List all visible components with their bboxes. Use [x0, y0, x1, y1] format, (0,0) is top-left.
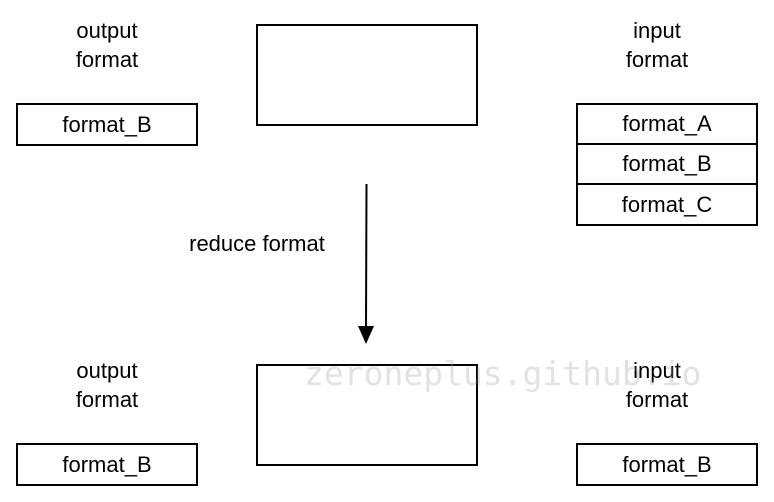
reduce-format-label: reduce format [189, 231, 325, 256]
down-arrow-shaft [365, 183, 368, 329]
top-input-label: input format [607, 16, 707, 74]
bottom-filter-node [256, 364, 478, 466]
top-output-format-cell: format_B [16, 103, 198, 146]
top-output-label-line1: output [76, 18, 138, 43]
bottom-output-label-line2: format [75, 387, 139, 412]
watermark: zeroneplus.github.io [304, 354, 702, 393]
bottom-output-format-cell: format_B [16, 443, 198, 486]
top-filter-node [256, 24, 478, 126]
bottom-input-format-cell: format_B [576, 443, 758, 486]
top-input-format-cell: format_C [576, 183, 758, 226]
bottom-input-label-line1: input [633, 358, 681, 383]
bottom-output-label: output format [57, 356, 157, 414]
top-input-label-line2: format [625, 47, 689, 72]
top-output-label-line2: format [75, 47, 139, 72]
top-input-format-cell: format_A [576, 103, 758, 145]
bottom-input-label: input format [607, 356, 707, 414]
bottom-input-label-line2: format [625, 387, 689, 412]
top-input-label-line1: input [633, 18, 681, 43]
top-output-label: output format [57, 16, 157, 74]
down-arrow-head [358, 326, 374, 344]
bottom-output-label-line1: output [76, 358, 138, 383]
